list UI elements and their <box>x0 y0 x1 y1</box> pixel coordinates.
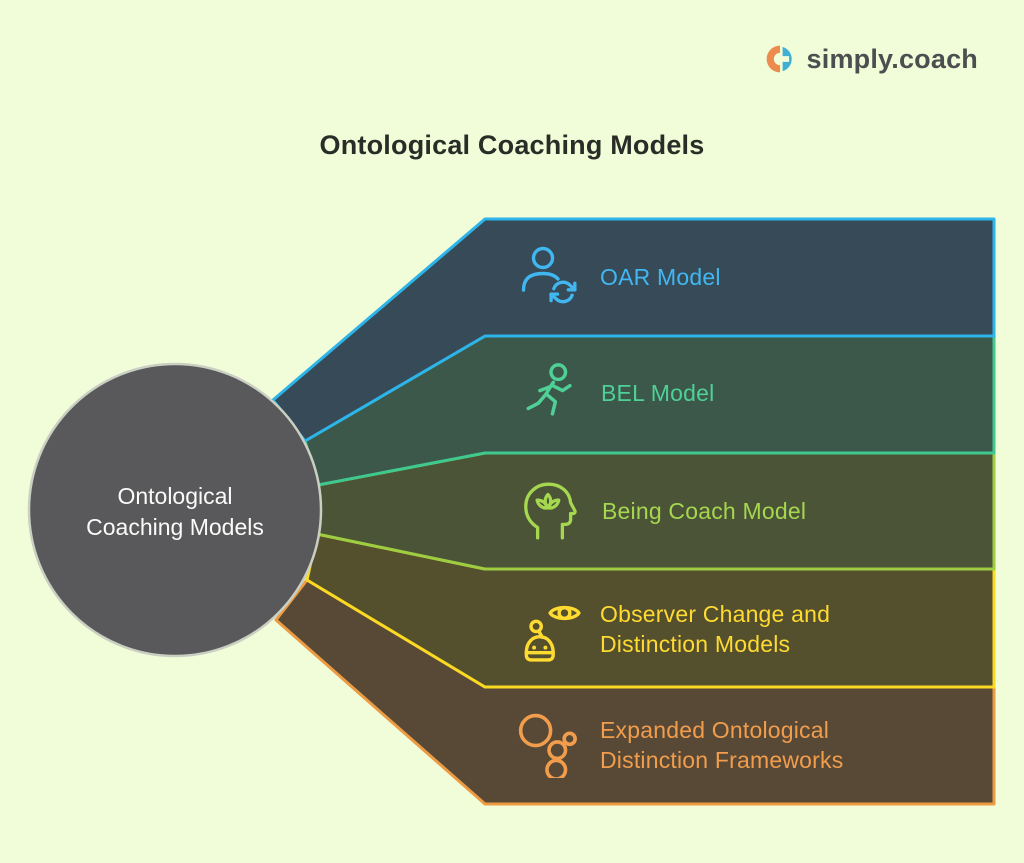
branch-bel: BEL Model <box>520 362 714 424</box>
branch-label: Observer Change and Distinction Models <box>600 599 830 659</box>
branch-label-line1: Being Coach Model <box>602 498 807 524</box>
hub-label: Ontological Coaching Models <box>45 481 305 543</box>
hub-label-line1: Ontological <box>117 483 233 509</box>
circles-icon <box>518 713 577 778</box>
logo-orange-swoosh <box>766 45 780 73</box>
runner-icon <box>526 363 572 416</box>
simply-coach-logo-icon <box>766 45 792 73</box>
hub-circle <box>27 362 323 658</box>
branch-being-coach: Being Coach Model <box>517 478 806 544</box>
page-title: Ontological Coaching Models <box>319 130 705 161</box>
branch-observer: Observer Change and Distinction Models <box>515 596 830 662</box>
branch-label-line1: OAR Model <box>600 264 721 290</box>
branch-label-line1: BEL Model <box>601 380 715 406</box>
logo-text: simply.coach <box>806 43 978 74</box>
branch-label-line2: Distinction Frameworks <box>600 747 844 773</box>
branch-label: Expanded Ontological Distinction Framewo… <box>600 715 843 775</box>
branch-label: Being Coach Model <box>602 496 806 526</box>
branch-label: OAR Model <box>600 262 721 292</box>
eye-robot-icon <box>524 605 581 662</box>
head-lotus-icon <box>524 482 577 540</box>
brand-logo: simply.coach <box>762 42 978 76</box>
logo-blue-swoosh <box>782 46 792 72</box>
branch-label-line2: Distinction Models <box>600 631 791 657</box>
branch-label-line1: Observer Change and <box>600 601 831 627</box>
branch-label: BEL Model <box>601 378 714 408</box>
person-sync-icon <box>521 246 577 304</box>
branch-oar: OAR Model <box>517 245 721 309</box>
branch-expanded: Expanded Ontological Distinction Framewo… <box>515 712 843 778</box>
hub-label-line2: Coaching Models <box>86 514 264 540</box>
branch-label-line1: Expanded Ontological <box>600 717 830 743</box>
